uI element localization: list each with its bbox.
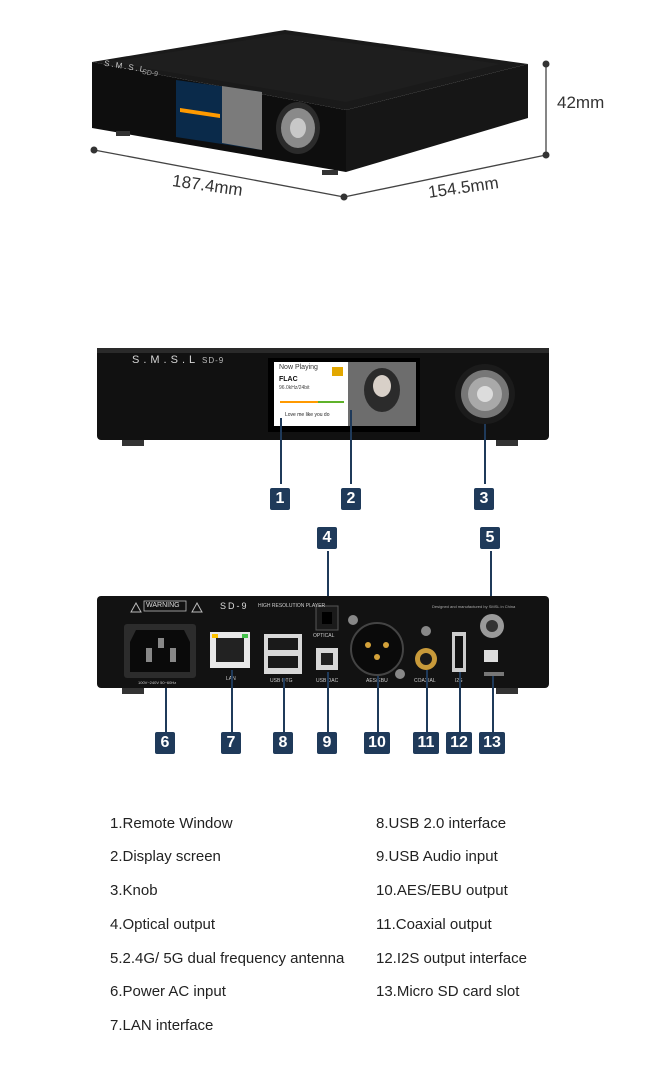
callout-12-leader [459,672,461,732]
front-panel [97,348,549,446]
callout-11-leader [426,670,428,732]
rear-model-label: SD-9 [220,601,249,611]
rear-panel [97,596,549,694]
feature-left-5: 5.2.4G/ 5G dual frequency antenna [110,950,345,967]
product-perspective-view [90,30,550,201]
screen-now-playing: Now Playing [279,364,318,371]
rear-aes-label: AES/EBU [366,678,388,684]
callout-8-leader [283,678,285,732]
callout-8: 8 [273,732,293,754]
rear-subtitle: HIGH RESOLUTION PLAYER [258,603,326,609]
callout-5: 5 [480,527,500,549]
callout-13: 13 [479,732,505,754]
screen-track: Love me like you do [285,412,330,418]
feature-right-10: 10.AES/EBU output [376,882,508,899]
callout-10-leader [377,676,379,732]
callout-6: 6 [155,732,175,754]
callout-9: 9 [317,732,337,754]
callout-6-leader [165,688,167,732]
callout-7-leader [231,670,233,732]
rear-optical-label: OPTICAL [313,633,335,639]
rear-power-label: 100V~240V 50~60Hz [138,680,177,685]
rear-warning-label: WARNING [146,602,180,609]
callout-1-leader [280,418,282,484]
feature-right-13: 13.Micro SD card slot [376,983,520,1000]
feature-left-4: 4.Optical output [110,916,216,933]
feature-right-8: 8.USB 2.0 interface [376,815,507,832]
callout-13-leader [492,676,494,732]
feature-left-2: 2.Display screen [110,848,221,865]
callout-4: 4 [317,527,337,549]
callout-5-leader [490,551,492,615]
feature-left-7: 7.LAN interface [110,1017,214,1034]
front-brand-label: S.M.S.L [132,354,200,366]
callout-9-leader [327,672,329,732]
callout-12: 12 [446,732,472,754]
feature-right-9: 9.USB Audio input [376,848,498,865]
feature-left-1: 1.Remote Window [110,815,233,832]
callout-3-leader [484,424,486,484]
rear-usb-otg-label: USB OTG [270,678,293,684]
feature-right-11: 11.Coaxial output [376,916,492,933]
feature-left-6: 6.Power AC input [110,983,226,1000]
rear-coaxial-label: COAXIAL [414,678,436,684]
screen-format: FLAC [279,376,298,383]
rear-lan-label: LAN [226,676,236,682]
callout-2: 2 [341,488,361,510]
feature-left-3: 3.Knob [110,882,158,899]
front-model-label: SD-9 [202,356,225,365]
callout-7: 7 [221,732,241,754]
callout-1: 1 [270,488,290,510]
rear-made-label: Designed and manufactured by SMSL in Chi… [432,604,516,609]
callout-10: 10 [364,732,390,754]
dimension-height: 42mm [557,93,605,112]
rear-i2s-label: I2S [455,678,463,684]
callout-3: 3 [474,488,494,510]
callout-11: 11 [413,732,439,754]
screen-rate: 96.0kHz/24bit [279,385,310,391]
callout-4-leader [327,551,329,611]
feature-right-12: 12.I2S output interface [376,950,527,967]
callout-2-leader [350,410,352,484]
